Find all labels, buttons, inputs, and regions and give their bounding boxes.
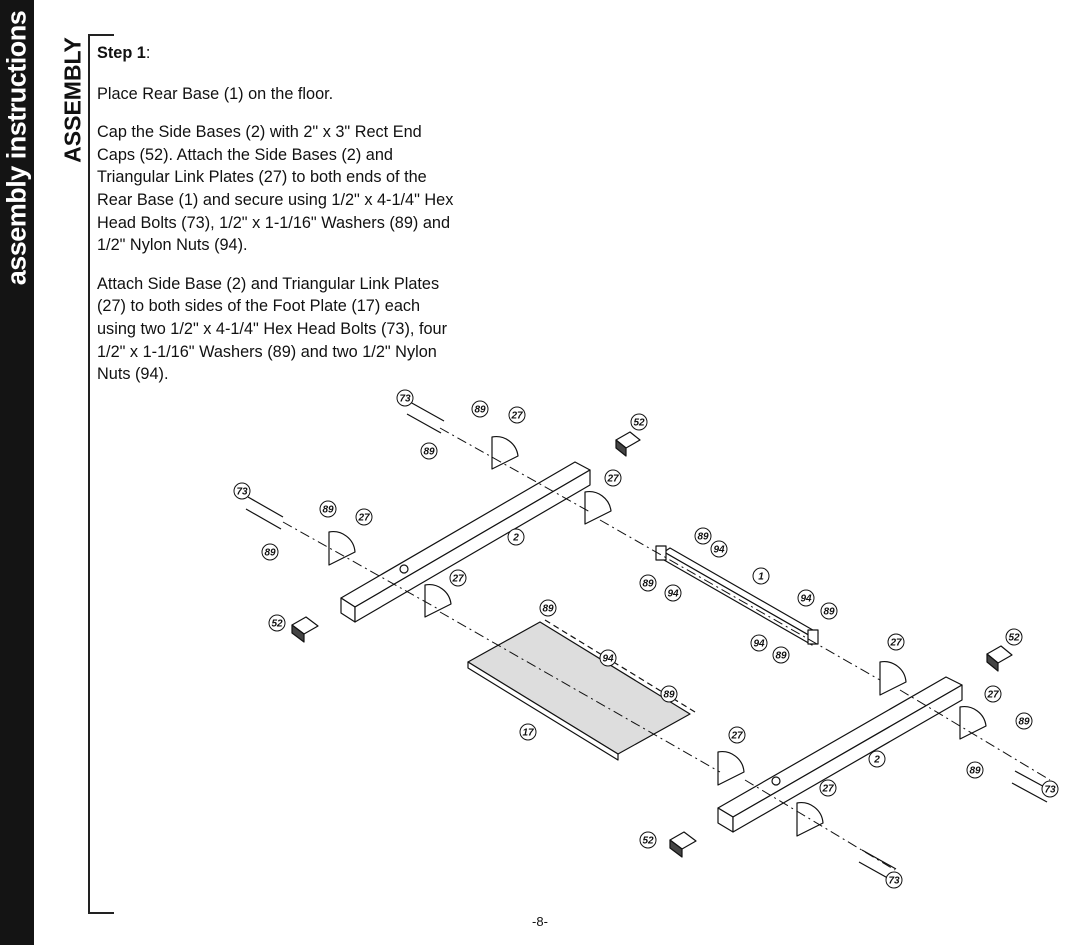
callout-2: 2 bbox=[507, 528, 525, 546]
callout-label: 27 bbox=[986, 690, 999, 701]
callout-89: 89 bbox=[660, 685, 678, 703]
callout-89: 89 bbox=[820, 602, 838, 620]
callout-label: 89 bbox=[542, 604, 554, 615]
callout-label: 27 bbox=[606, 474, 619, 485]
callout-94: 94 bbox=[664, 584, 682, 602]
callout-label: 89 bbox=[264, 548, 276, 559]
step-heading: Step 1: bbox=[97, 42, 457, 65]
callout-label: 89 bbox=[969, 766, 981, 777]
callout-27: 27 bbox=[355, 508, 373, 526]
sidebar-band: assembly instructions bbox=[0, 0, 34, 945]
callout-label: 89 bbox=[663, 690, 675, 701]
callout-73: 73 bbox=[396, 389, 414, 407]
side-base-right bbox=[717, 676, 963, 833]
foot-plate bbox=[467, 619, 696, 761]
callout-label: 52 bbox=[642, 836, 654, 847]
callout-label: 17 bbox=[522, 728, 534, 739]
callout-89: 89 bbox=[471, 400, 489, 418]
callout-27: 27 bbox=[819, 779, 837, 797]
assembly-lines bbox=[282, 427, 1051, 871]
callout-94: 94 bbox=[750, 634, 768, 652]
callout-89: 89 bbox=[1015, 712, 1033, 730]
callout-17: 17 bbox=[519, 723, 537, 741]
instruction-paragraph-3: Attach Side Base (2) and Triangular Link… bbox=[97, 274, 448, 384]
callout-label: 27 bbox=[889, 638, 902, 649]
callout-label: 27 bbox=[357, 513, 370, 524]
step-colon: : bbox=[145, 44, 151, 62]
side-base-left bbox=[340, 461, 591, 623]
callout-label: 89 bbox=[775, 651, 787, 662]
callout-89: 89 bbox=[539, 599, 557, 617]
callout-label: 27 bbox=[510, 411, 523, 422]
callout-94: 94 bbox=[599, 649, 617, 667]
step-title: Step 1 bbox=[97, 44, 146, 62]
callout-2: 2 bbox=[868, 750, 886, 768]
callout-label: 94 bbox=[667, 589, 679, 600]
section-bracket bbox=[88, 34, 114, 914]
callout-label: 27 bbox=[730, 731, 743, 742]
callout-label: 52 bbox=[271, 619, 283, 630]
callout-27: 27 bbox=[728, 726, 746, 744]
callout-label: 89 bbox=[1018, 717, 1030, 728]
callout-1: 1 bbox=[752, 567, 770, 585]
callout-label: 27 bbox=[451, 574, 464, 585]
instruction-paragraph-1: Place Rear Base (1) on the floor. bbox=[97, 84, 334, 103]
callout-94: 94 bbox=[797, 589, 815, 607]
callout-27: 27 bbox=[984, 685, 1002, 703]
callout-label: 73 bbox=[888, 876, 900, 887]
link-plates bbox=[328, 436, 987, 837]
callout-89: 89 bbox=[772, 646, 790, 664]
rear-base bbox=[655, 545, 819, 646]
callout-label: 89 bbox=[697, 532, 709, 543]
callout-89: 89 bbox=[420, 442, 438, 460]
callout-label: 89 bbox=[823, 607, 835, 618]
instructions: Step 1: Place Rear Base (1) on the floor… bbox=[97, 42, 457, 402]
callout-89: 89 bbox=[261, 543, 279, 561]
callout-89: 89 bbox=[319, 500, 337, 518]
callout-52: 52 bbox=[1005, 628, 1023, 646]
callout-52: 52 bbox=[630, 413, 648, 431]
instruction-paragraph-2: Cap the Side Bases (2) with 2" x 3" Rect… bbox=[97, 123, 454, 255]
callout-label: 94 bbox=[800, 594, 812, 605]
callout-label: 94 bbox=[753, 639, 765, 650]
callout-label: 73 bbox=[1044, 785, 1056, 796]
callout-73: 73 bbox=[233, 482, 251, 500]
callout-label: 89 bbox=[642, 579, 654, 590]
callout-label: 2 bbox=[512, 533, 519, 544]
diagram-callouts: 1 2 2 17 27 27 27 27 27 27 27 27 52 52 52 52 73 73 73 73 89 8… bbox=[233, 389, 1059, 889]
callout-label: 1 bbox=[758, 572, 764, 583]
callout-label: 89 bbox=[322, 505, 334, 516]
callout-27: 27 bbox=[604, 469, 622, 487]
callout-89: 89 bbox=[694, 527, 712, 545]
callout-27: 27 bbox=[887, 633, 905, 651]
callout-27: 27 bbox=[449, 569, 467, 587]
callout-27: 27 bbox=[508, 406, 526, 424]
callout-52: 52 bbox=[268, 614, 286, 632]
callout-label: 94 bbox=[602, 654, 614, 665]
callout-73: 73 bbox=[885, 871, 903, 889]
callout-73: 73 bbox=[1041, 780, 1059, 798]
callout-52: 52 bbox=[639, 831, 657, 849]
callout-label: 73 bbox=[236, 487, 248, 498]
callout-94: 94 bbox=[710, 540, 728, 558]
callout-89: 89 bbox=[966, 761, 984, 779]
callout-label: 27 bbox=[821, 784, 834, 795]
callout-89: 89 bbox=[639, 574, 657, 592]
end-caps bbox=[291, 431, 1013, 858]
callout-label: 52 bbox=[1008, 633, 1020, 644]
callout-label: 73 bbox=[399, 394, 411, 405]
page-number: -8- bbox=[532, 914, 548, 929]
callout-label: 52 bbox=[633, 418, 645, 429]
callout-label: 89 bbox=[423, 447, 435, 458]
callout-label: 89 bbox=[474, 405, 486, 416]
callout-label: 2 bbox=[873, 755, 880, 766]
callout-label: 94 bbox=[713, 545, 725, 556]
bolts bbox=[245, 401, 1051, 882]
